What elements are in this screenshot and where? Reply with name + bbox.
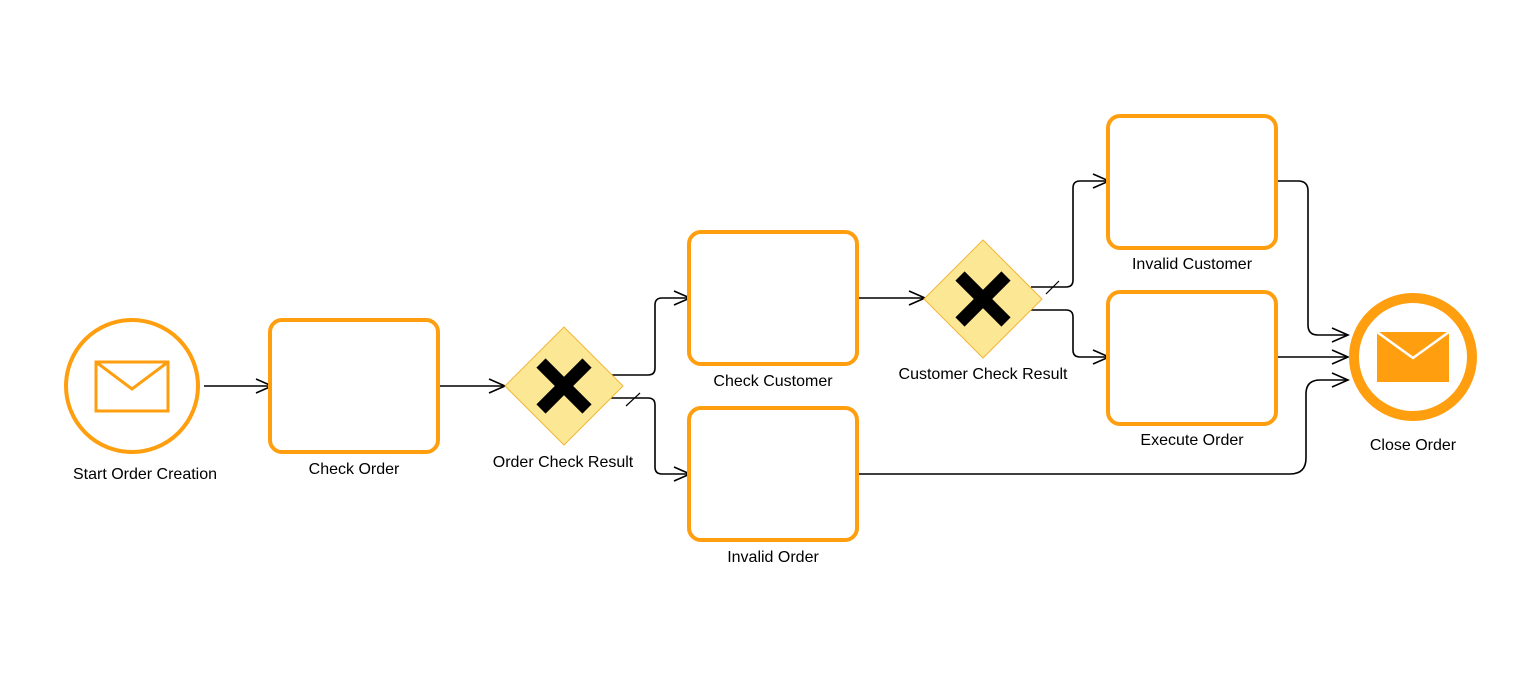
- exclusive-x-icon: [955, 271, 1011, 327]
- end-event[interactable]: [1349, 293, 1477, 421]
- arrowhead: [1331, 327, 1350, 343]
- default-flow-marker: [1045, 280, 1060, 295]
- task-invalid-order-label: Invalid Order: [727, 549, 819, 566]
- task-check-order-label: Check Order: [309, 461, 400, 478]
- flow-gateway-to-invalid-order[interactable]: [611, 397, 690, 475]
- envelope-icon: [94, 360, 170, 413]
- task-execute-order[interactable]: [1106, 290, 1278, 426]
- flow-invalid-order-to-close-order[interactable]: [858, 379, 1348, 475]
- task-execute-order-label: Execute Order: [1140, 432, 1244, 449]
- gateway-customer-check-result[interactable]: [923, 239, 1043, 359]
- gateway-order-check-result[interactable]: [504, 326, 624, 446]
- task-check-order[interactable]: [268, 318, 440, 454]
- task-invalid-customer[interactable]: [1106, 114, 1278, 250]
- envelope-filled-icon: [1376, 330, 1450, 382]
- task-invalid-customer-label: Invalid Customer: [1132, 256, 1253, 273]
- task-invalid-order[interactable]: [687, 406, 859, 542]
- end-event-label: Close Order: [1370, 437, 1457, 454]
- flow-gateway-to-execute-order[interactable]: [1031, 309, 1109, 358]
- default-flow-marker: [625, 392, 641, 407]
- arrowhead: [1331, 372, 1350, 388]
- exclusive-x-icon: [536, 358, 592, 414]
- start-event-label: Start Order Creation: [73, 466, 217, 483]
- flow-invalid-customer-to-close-order[interactable]: [1276, 180, 1348, 336]
- flow-gateway-to-invalid-customer[interactable]: [1031, 180, 1109, 288]
- task-check-customer[interactable]: [687, 230, 859, 366]
- task-check-customer-label: Check Customer: [713, 373, 833, 390]
- gateway-order-check-result-label: Order Check Result: [493, 454, 634, 471]
- start-event[interactable]: [64, 318, 200, 454]
- flow-gateway-to-check-customer[interactable]: [611, 297, 690, 376]
- arrowhead: [1331, 349, 1350, 365]
- gateway-customer-check-result-label: Customer Check Result: [899, 366, 1069, 383]
